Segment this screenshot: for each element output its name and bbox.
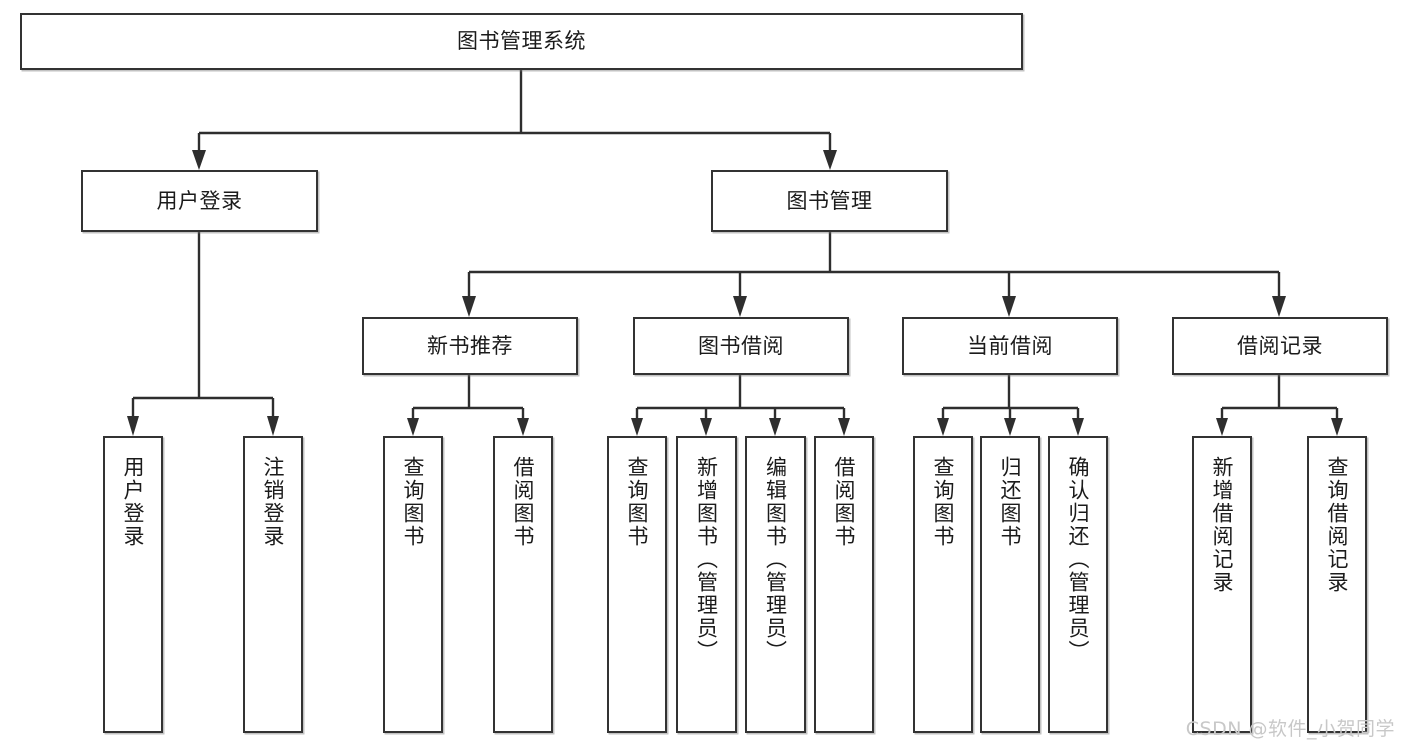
- node-leaf-query-book-1[interactable]: 查询图书: [383, 436, 443, 733]
- arrowhead-leaf-query-book-2: [631, 418, 643, 436]
- node-new-book-recommend[interactable]: 新书推荐: [362, 317, 578, 375]
- node-label: 当前借阅: [967, 333, 1053, 358]
- node-leaf-query-record[interactable]: 查询借阅记录: [1307, 436, 1367, 733]
- arrowhead-current-borrow: [1002, 296, 1016, 317]
- node-leaf-borrow-book-1[interactable]: 借阅图书: [493, 436, 553, 733]
- node-leaf-query-book-2[interactable]: 查询图书: [607, 436, 667, 733]
- arrowhead-leaf-query-record: [1331, 418, 1343, 436]
- node-leaf-confirm-return[interactable]: 确认归还（管理员）: [1048, 436, 1108, 733]
- arrowhead-leaf-query-book-3: [937, 418, 949, 436]
- arrowhead-book-borrow: [733, 296, 747, 317]
- arrowhead-leaf-add-book: [700, 418, 712, 436]
- node-root-system[interactable]: 图书管理系统: [20, 13, 1023, 70]
- arrowhead-leaf-confirm-return: [1072, 418, 1084, 436]
- node-label: 归还图书: [998, 456, 1023, 548]
- arrowhead-user-login: [192, 150, 206, 170]
- watermark-text: CSDN @软件_小贺同学: [1185, 718, 1395, 740]
- node-leaf-edit-book[interactable]: 编辑图书（管理员）: [745, 436, 806, 733]
- node-label: 借阅图书: [511, 456, 536, 548]
- node-book-borrow[interactable]: 图书借阅: [633, 317, 849, 375]
- node-label: 查询图书: [401, 456, 426, 548]
- arrowhead-leaf-return-book: [1004, 418, 1016, 436]
- node-book-management[interactable]: 图书管理: [711, 170, 948, 232]
- arrowhead-leaf-edit-book: [769, 418, 781, 436]
- arrowhead-new-book-recommend: [462, 296, 476, 317]
- arrowhead-leaf-add-record: [1216, 418, 1228, 436]
- arrowhead-leaf-user-login: [127, 416, 139, 436]
- node-label: 注销登录: [261, 456, 286, 548]
- node-borrow-record[interactable]: 借阅记录: [1172, 317, 1388, 375]
- arrowhead-leaf-query-book-1: [407, 418, 419, 436]
- node-label: 新书推荐: [427, 333, 513, 358]
- node-label: 编辑图书（管理员）: [763, 456, 788, 663]
- arrowhead-leaf-borrow-book-1: [517, 418, 529, 436]
- node-label: 查询借阅记录: [1325, 456, 1350, 594]
- node-leaf-query-book-3[interactable]: 查询图书: [913, 436, 973, 733]
- node-current-borrow[interactable]: 当前借阅: [902, 317, 1118, 375]
- node-label: 借阅记录: [1237, 333, 1323, 358]
- node-leaf-user-logout[interactable]: 注销登录: [243, 436, 303, 733]
- node-label: 借阅图书: [832, 456, 857, 548]
- node-label: 新增借阅记录: [1210, 456, 1235, 594]
- node-label: 用户登录: [121, 456, 146, 548]
- node-leaf-return-book[interactable]: 归还图书: [980, 436, 1040, 733]
- node-label: 查询图书: [931, 456, 956, 548]
- node-label: 图书管理: [786, 188, 873, 213]
- node-leaf-add-record[interactable]: 新增借阅记录: [1192, 436, 1252, 733]
- arrowhead-leaf-borrow-book-2: [838, 418, 850, 436]
- arrowhead-borrow-record: [1272, 296, 1286, 317]
- node-label: 查询图书: [625, 456, 650, 548]
- arrowhead-book-management: [823, 150, 837, 170]
- node-label: 用户登录: [156, 188, 243, 213]
- node-label: 图书借阅: [698, 333, 784, 358]
- arrowhead-leaf-user-logout: [267, 416, 279, 436]
- node-label: 图书管理系统: [457, 29, 586, 54]
- node-leaf-borrow-book-2[interactable]: 借阅图书: [814, 436, 874, 733]
- node-label: 确认归还（管理员）: [1066, 456, 1091, 663]
- node-leaf-user-login[interactable]: 用户登录: [103, 436, 163, 733]
- node-user-login[interactable]: 用户登录: [81, 170, 318, 232]
- node-label: 新增图书（管理员）: [694, 456, 719, 663]
- node-leaf-add-book[interactable]: 新增图书（管理员）: [676, 436, 737, 733]
